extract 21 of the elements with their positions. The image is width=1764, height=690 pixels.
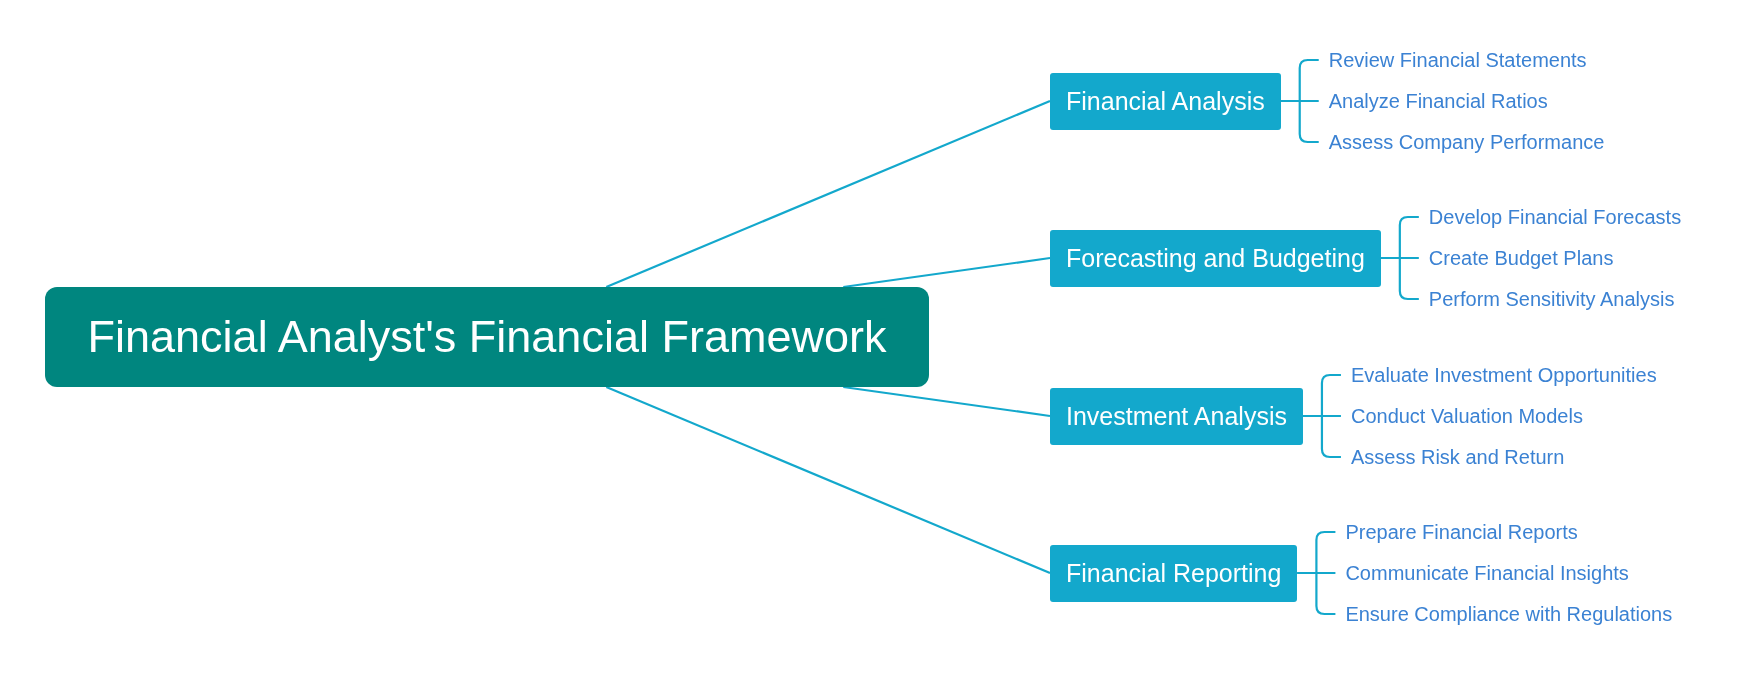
subtopic-text: Review Financial Statements [1318, 47, 1587, 73]
topic-box: Forecasting and Budgeting [1050, 229, 1381, 287]
subtopic-text: Ensure Compliance with Regulations [1335, 601, 1673, 627]
topic-box: Financial Reporting [1050, 544, 1298, 602]
connector-line [843, 385, 1051, 418]
connector-line [843, 256, 1051, 289]
connector-line [605, 386, 1051, 574]
subtopic-text: Conduct Valuation Models [1340, 403, 1583, 429]
subtopic-text: Analyze Financial Ratios [1318, 88, 1548, 114]
subtopic-text: Communicate Financial Insights [1335, 560, 1629, 586]
topic-box: Financial Analysis [1050, 72, 1281, 130]
central-topic-box: Financial Analyst's Financial Framework [45, 287, 929, 387]
subtopic-text: Develop Financial Forecasts [1418, 204, 1682, 230]
subtopic-text: Assess Company Performance [1318, 129, 1605, 155]
topic-box: Investment Analysis [1050, 387, 1303, 445]
subtopic-text: Perform Sensitivity Analysis [1418, 286, 1675, 312]
subtopic-text: Assess Risk and Return [1340, 444, 1565, 470]
connector-line [605, 100, 1051, 288]
subtopic-text: Create Budget Plans [1418, 245, 1614, 271]
subtopic-text: Evaluate Investment Opportunities [1340, 362, 1657, 388]
subtopic-text: Prepare Financial Reports [1335, 519, 1578, 545]
